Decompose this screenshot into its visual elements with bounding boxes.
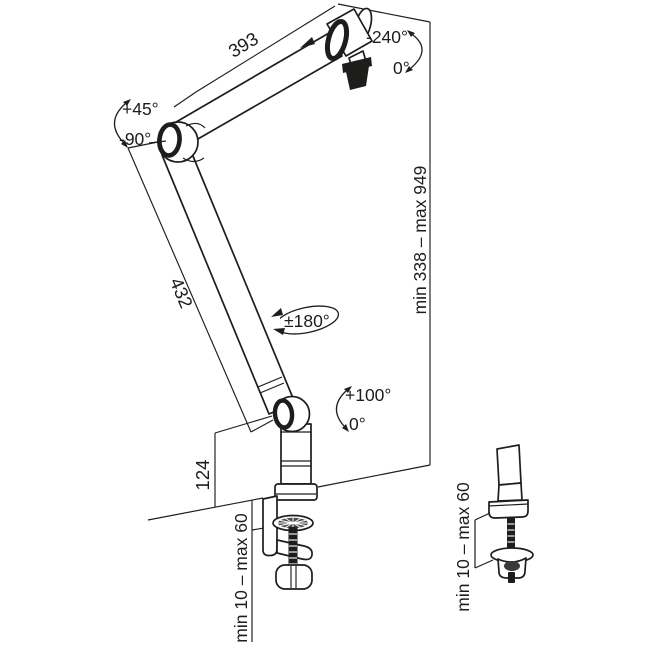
clamp-screw-rod (288, 527, 298, 570)
base-rotation-arc (335, 390, 347, 427)
labels: 393 432 124 min 338 – max 949 min 10 – m… (119, 27, 473, 643)
upper-arm (170, 7, 373, 148)
elbow-rotation-arrowhead-bottom (121, 140, 128, 148)
label-lower-arm-length: 432 (166, 274, 197, 311)
ext-line-mic-top (337, 3, 431, 23)
detail-rod-tip (508, 572, 515, 583)
column-tube (280, 423, 312, 485)
upper-arm-tube (170, 32, 343, 148)
column-collar (274, 483, 318, 501)
mic-rotation-arrowhead-top (407, 30, 415, 37)
swivel-arrowhead-top (271, 308, 283, 317)
elbow-hinge-ring (157, 122, 182, 158)
dim-tick-lower-arm-bottom (250, 419, 274, 433)
detail-tube-upper (496, 444, 522, 486)
grommet-detail-view (474, 444, 534, 583)
swivel-ellipse-gap (268, 313, 280, 332)
base-rotation-arrowhead-bottom (342, 424, 349, 432)
base-assembly (262, 395, 318, 590)
elbow-detail-line-top (185, 122, 206, 129)
lower-arm-collar-line-2 (259, 382, 285, 394)
detail-dim-tick-top (474, 512, 491, 521)
clamp-knob (275, 564, 313, 590)
label-mic-rotation-max: -240° (366, 27, 408, 47)
detail-collar (488, 499, 529, 519)
label-mic-rotation-min: 0° (393, 58, 410, 78)
mic-rotation-arrowhead-bottom (405, 66, 413, 73)
clamp-screw-threads (289, 533, 297, 565)
detail-tube-lower (497, 482, 523, 502)
ext-line-desk-right (317, 464, 431, 488)
swivel-arrowhead-bottom (273, 328, 285, 335)
label-clamp-range-detail: min 10 – max 60 (453, 482, 473, 612)
lower-arm-collar-line-1 (257, 376, 283, 388)
label-clamp-range-main: min 10 – max 60 (231, 513, 251, 643)
elbow-joint (148, 121, 206, 163)
elbow-rotation-arrowhead-top (123, 99, 131, 106)
detail-dim-tick-bottom (474, 559, 494, 569)
dim-line-lower-arm (127, 147, 252, 433)
mic-thread-adapter-body (346, 66, 369, 90)
label-base-height: 124 (192, 460, 213, 491)
label-base-rotation-min: 0° (349, 414, 366, 434)
elbow-leader-line (148, 140, 167, 144)
dim-line-upper-arm (195, 5, 336, 93)
mic-holder-front-ring (324, 19, 350, 61)
label-upper-arm-length: 393 (225, 28, 262, 62)
detail-screw-rod (507, 518, 515, 552)
mic-rotation-arc (410, 34, 423, 69)
ext-line-desk-left (147, 497, 264, 521)
elbow-detail-line-bottom (182, 157, 205, 163)
detail-nut-inner (504, 561, 520, 571)
label-base-rotation-max: +100° (345, 385, 391, 405)
base-hinge-ring (272, 398, 295, 430)
base-rotation-arrowhead-top (344, 386, 352, 393)
rotation-arrows (113, 30, 423, 432)
label-elbow-rotation-up: +45° (122, 99, 159, 119)
mic-release-lever (300, 37, 315, 48)
dim-tick-upper-arm-left (173, 91, 197, 108)
label-arm-swivel: ±180° (284, 311, 330, 331)
detail-collar-line (488, 503, 529, 507)
clamp-pad-grip-spokes (278, 517, 308, 529)
label-height-range: min 338 – max 949 (410, 166, 430, 315)
mic-thread-adapter-lip (342, 57, 372, 73)
dim-tick-base-height-top (214, 415, 273, 434)
elbow-rotation-arc (113, 103, 126, 143)
label-elbow-rotation-down: -90° (119, 129, 151, 149)
